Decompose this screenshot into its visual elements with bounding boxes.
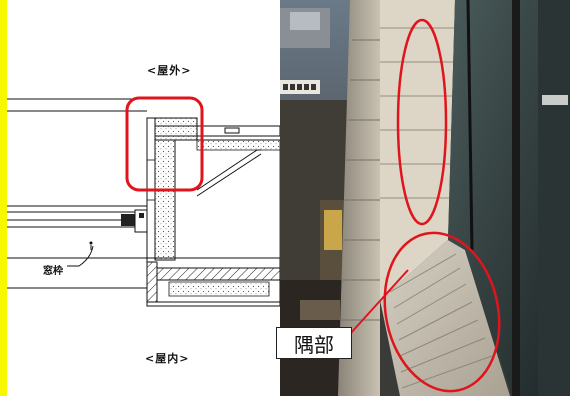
window-frame-label: 窓枠 — [43, 266, 63, 277]
facade-photo — [280, 0, 570, 396]
yellow-side-bar — [0, 0, 7, 396]
outside-label: <屋外> — [147, 64, 192, 77]
highlight-ellipse-upper — [396, 18, 448, 226]
section-drawing-lines — [7, 96, 280, 307]
callout-pointer — [349, 269, 409, 335]
section-drawing: <屋外> 窓枠 <屋内> — [7, 0, 280, 396]
inside-label: <屋内> — [145, 352, 190, 365]
highlight-box — [125, 96, 204, 192]
facade-photo-illustration — [280, 0, 570, 396]
corner-callout-label: 隅部 — [276, 327, 352, 359]
highlight-ellipse-lower — [383, 231, 501, 393]
